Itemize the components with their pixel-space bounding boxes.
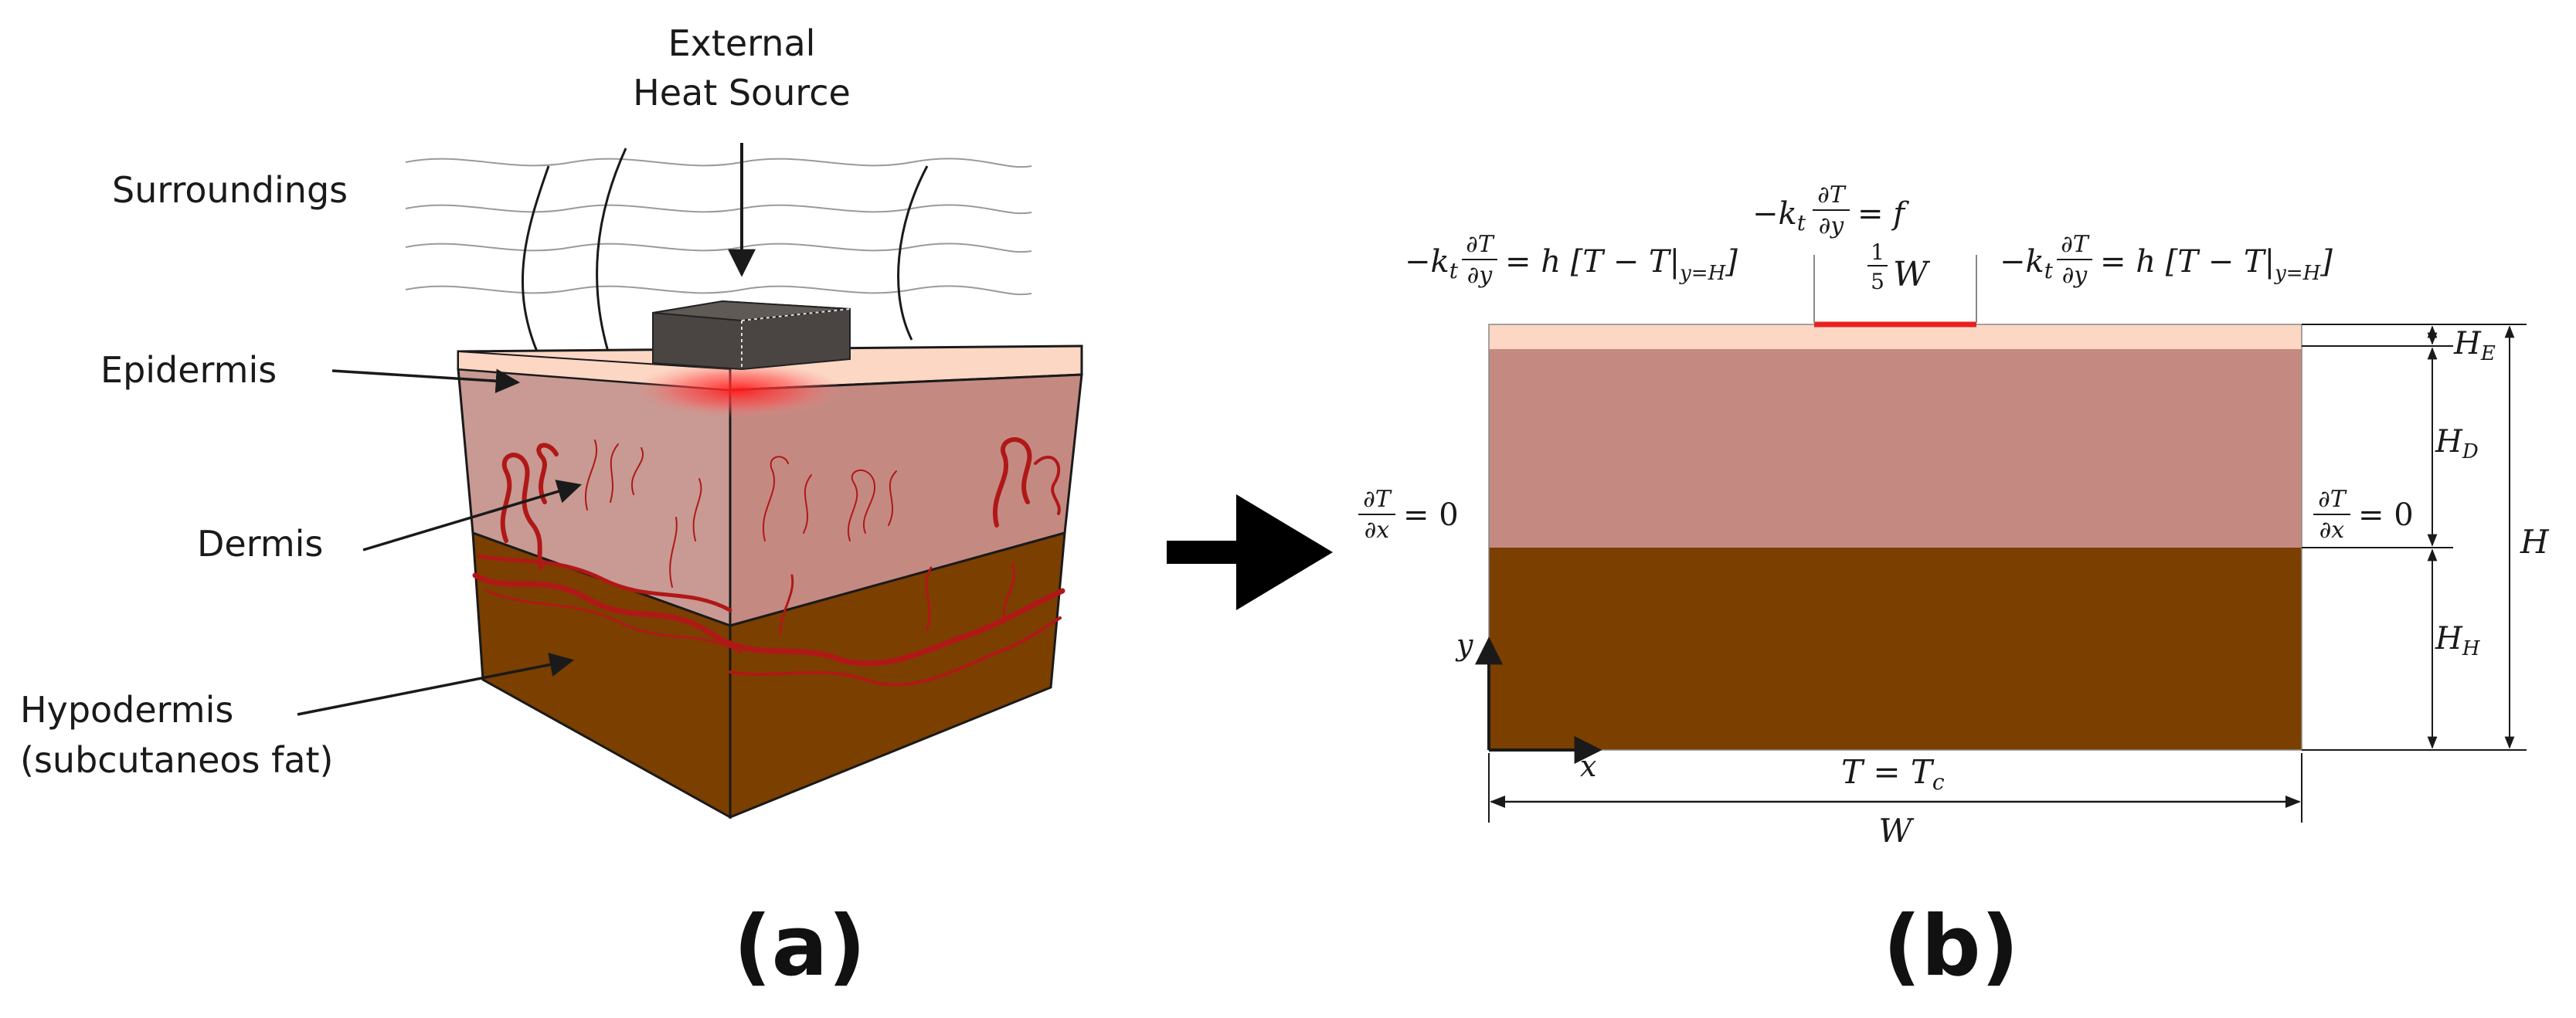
svg-text:∂x: ∂x: [1364, 517, 1390, 544]
dim-dermis-label: HD: [2435, 424, 2479, 463]
svg-text:= f: = f: [1857, 196, 1909, 232]
hypodermis-label-2: (subcutaneos fat): [20, 739, 334, 781]
svg-text:W: W: [1893, 255, 1931, 294]
svg-text:= h [T − T|y=H]: = h [T − T|y=H]: [1505, 244, 1738, 285]
svg-text:1: 1: [1871, 239, 1884, 265]
domain-dermis-layer: [1489, 349, 2302, 548]
svg-text:∂x: ∂x: [2319, 517, 2345, 544]
epidermis-label: Epidermis: [100, 349, 277, 391]
domain-hypodermis-layer: [1489, 548, 2302, 750]
svg-text:∂y: ∂y: [1467, 262, 1494, 289]
dim-hypodermis-label: HH: [2435, 621, 2481, 660]
svg-text:5: 5: [1871, 269, 1884, 294]
width-label: W: [1878, 812, 1915, 850]
external-heat-source-label-2: Heat Source: [633, 72, 851, 114]
hypodermis-label-1: Hypodermis: [20, 689, 233, 731]
adiabatic-bc-left: ∂T ∂x = 0: [1358, 486, 1459, 544]
dim-total-height-label: H: [2520, 523, 2550, 561]
surroundings-air-lines: [405, 158, 1032, 296]
svg-text:= 0: = 0: [2358, 497, 2414, 533]
heat-hotspot: [634, 362, 842, 418]
svg-text:−kt: −kt: [1405, 244, 1459, 283]
svg-text:∂T: ∂T: [1363, 486, 1392, 513]
axis-y-label: y: [1455, 628, 1473, 662]
svg-text:∂y: ∂y: [2062, 262, 2088, 289]
transition-arrow: [1167, 494, 1333, 610]
dim-epidermis-label: HE: [2453, 326, 2496, 365]
svg-text:−kt: −kt: [1752, 196, 1806, 236]
height-dimensions: HE HD HH H: [2302, 324, 2550, 751]
air-flow-strands: [521, 148, 929, 360]
panel-b-label: (b): [1883, 898, 2019, 995]
coordinate-axes: y x: [1455, 628, 1602, 783]
svg-text:∂T: ∂T: [1817, 182, 1847, 209]
hypodermis-pointer: [297, 653, 575, 716]
convection-bc-right: −kt ∂T ∂y = h [T − T|y=H]: [2000, 231, 2333, 289]
svg-text:∂T: ∂T: [2318, 486, 2347, 513]
convection-bc-left: −kt ∂T ∂y = h [T − T|y=H]: [1405, 231, 1738, 289]
adiabatic-bc-right: ∂T ∂x = 0: [2313, 486, 2414, 544]
svg-text:∂T: ∂T: [1466, 231, 1495, 258]
source-flux-bc: −kt ∂T ∂y = f: [1752, 182, 1909, 239]
skin-block: [457, 344, 1083, 819]
bottom-temperature-bc: T = Tc: [1841, 753, 1945, 795]
width-dimension: W: [1488, 753, 2302, 850]
vascular-plexus: [472, 554, 1065, 687]
heater-block: [652, 300, 851, 371]
svg-text:∂T: ∂T: [2061, 231, 2090, 258]
panel-b: −kt ∂T ∂y = f 1 5 W −kt ∂T ∂y = h [T − T…: [1358, 182, 2550, 995]
source-width-label: 1 5 W: [1867, 239, 1931, 294]
svg-text:∂y: ∂y: [1819, 212, 1845, 239]
external-heat-source-label-1: External: [668, 22, 816, 64]
svg-text:= 0: = 0: [1403, 497, 1459, 533]
axis-x-label: x: [1580, 749, 1596, 783]
epidermis-pointer: [331, 368, 521, 393]
domain-epidermis-layer: [1489, 324, 2302, 349]
surroundings-label: Surroundings: [112, 169, 348, 211]
svg-text:= h [T − T|y=H]: = h [T − T|y=H]: [2100, 244, 2333, 285]
panel-a-label: (a): [733, 898, 866, 995]
dermis-blood-vessels: [500, 437, 1061, 588]
svg-text:−kt: −kt: [2000, 244, 2054, 283]
panel-a: External Heat Source Surroundings Epider…: [20, 22, 1083, 995]
dermis-pointer: [362, 480, 583, 551]
dermis-label: Dermis: [197, 523, 323, 565]
